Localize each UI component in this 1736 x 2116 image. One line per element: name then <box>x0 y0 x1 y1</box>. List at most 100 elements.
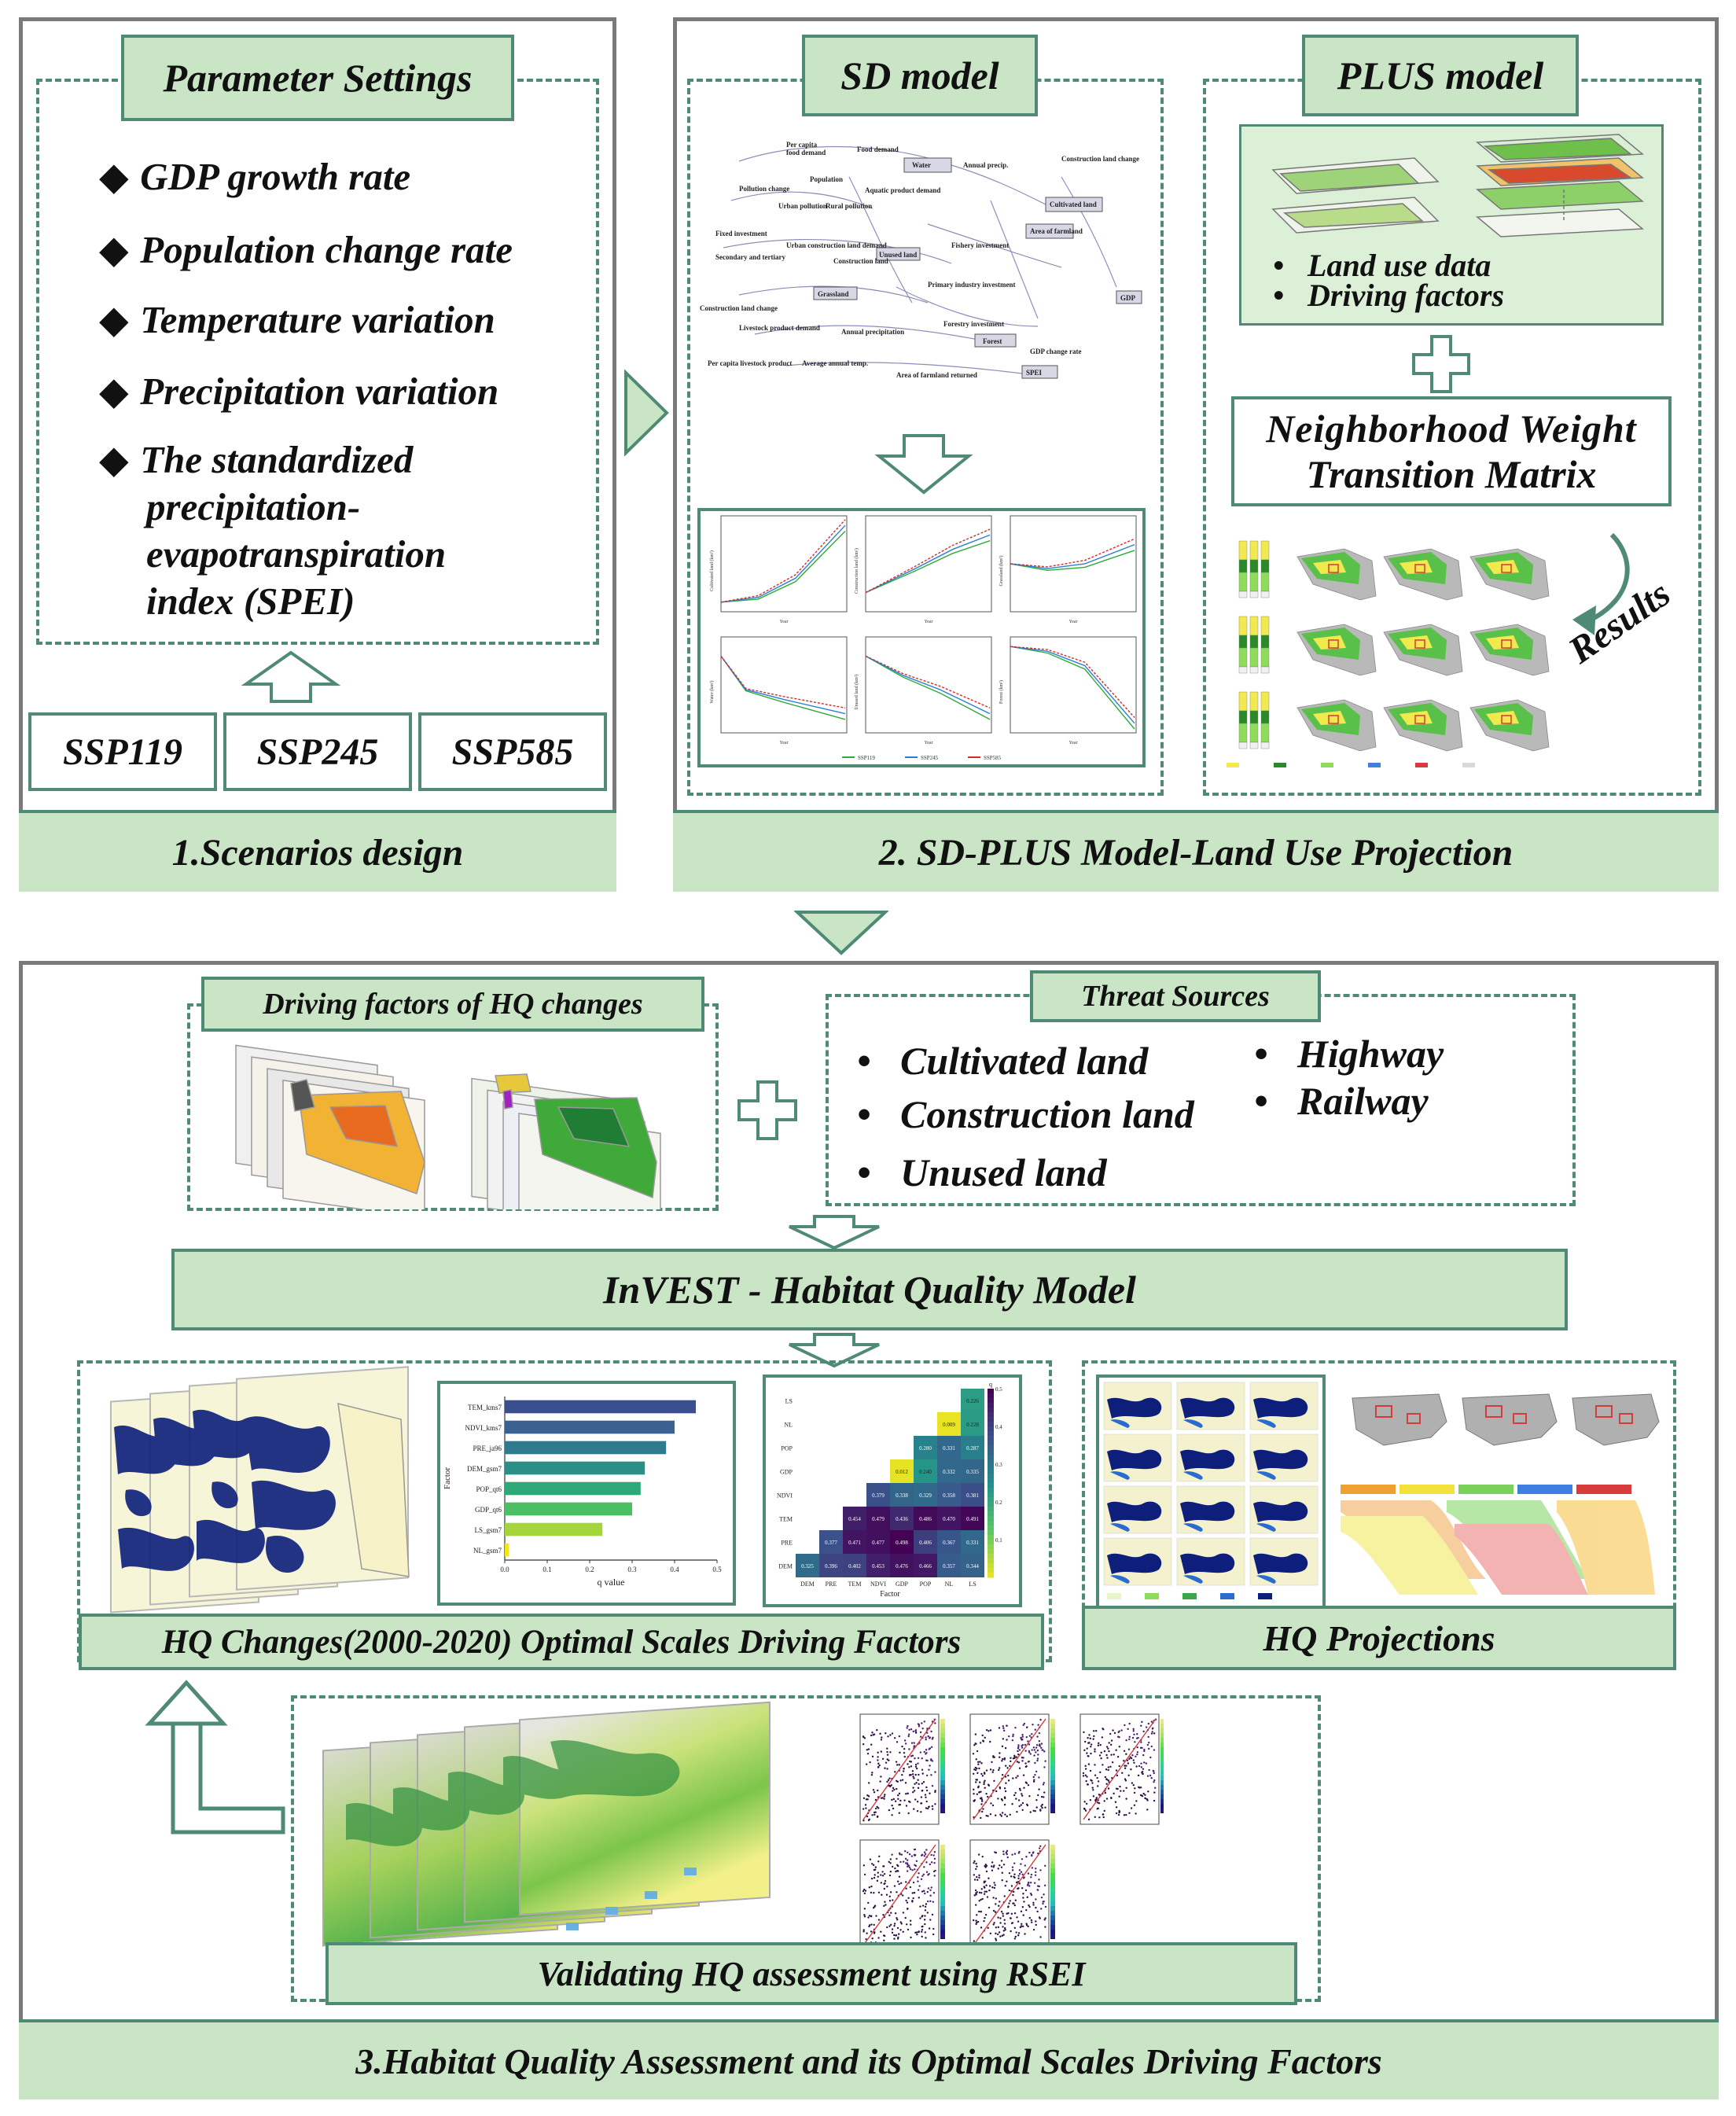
colorbar-segment <box>1050 1790 1055 1794</box>
scatter-point <box>1039 1809 1042 1811</box>
scatter-point <box>1137 1736 1139 1739</box>
scatter-point <box>1035 1898 1037 1901</box>
scatter-point <box>880 1739 883 1741</box>
scatter-point <box>977 1879 979 1881</box>
threat-list-right: • Highway • Railway <box>1254 1030 1444 1124</box>
colorbar-segment <box>1050 1915 1055 1920</box>
scatter-point <box>1015 1931 1017 1934</box>
scatter-point <box>1020 1863 1022 1865</box>
scatter-point <box>1022 1774 1025 1776</box>
scatter-point <box>1028 1795 1031 1798</box>
scatter-point <box>899 1799 902 1802</box>
scatter-point <box>1120 1790 1122 1792</box>
cell-value: 0.332 <box>943 1469 955 1475</box>
scatter-point <box>921 1926 923 1928</box>
high-hq-area <box>1253 1553 1308 1574</box>
scatter-point <box>1021 1757 1024 1759</box>
scatter-point <box>1099 1771 1102 1774</box>
stacked-bar <box>1249 647 1259 668</box>
scatter-point <box>1127 1762 1130 1765</box>
stacked-bar <box>1249 742 1259 749</box>
scatter-point <box>907 1763 909 1765</box>
plus-model-title: PLUS model <box>1302 35 1579 116</box>
scatter-point <box>1092 1738 1094 1740</box>
colorbar-segment <box>988 1525 994 1531</box>
scatter-point <box>1116 1774 1119 1777</box>
scatter-point <box>1040 1896 1043 1899</box>
scatter-point <box>886 1758 888 1761</box>
scatter-point <box>973 1793 975 1795</box>
colorbar-segment <box>940 1849 945 1854</box>
scatter-point <box>1123 1790 1125 1792</box>
scatter-point <box>1021 1923 1023 1926</box>
scatter-point <box>1124 1779 1127 1782</box>
scatter-point <box>972 1919 975 1922</box>
scatter-point <box>902 1894 904 1897</box>
scatter-point <box>984 1772 986 1775</box>
scatter-point <box>1044 1864 1046 1867</box>
scatter-point <box>1012 1757 1015 1760</box>
scatter-point <box>888 1860 890 1864</box>
scatter-point <box>1153 1787 1157 1789</box>
scatter-point <box>1094 1750 1096 1753</box>
scatter-point <box>1021 1760 1024 1762</box>
heatmap-cell <box>914 1507 937 1530</box>
scatter-point <box>1110 1743 1113 1746</box>
scatter-point <box>1008 1735 1010 1738</box>
tick-label: 0.1 <box>542 1566 551 1573</box>
scatter-point <box>913 1891 916 1894</box>
scatter-point <box>973 1940 976 1942</box>
scatter-point <box>914 1731 918 1734</box>
scatter-point <box>988 1885 991 1887</box>
colorbar-segment <box>988 1488 994 1493</box>
scatter-point <box>1013 1904 1016 1907</box>
scatter-point <box>1034 1874 1037 1876</box>
scatter-point <box>1132 1728 1135 1731</box>
scatter-point <box>1017 1775 1019 1777</box>
scatter-point <box>1036 1889 1039 1891</box>
diamond-icon: ◆ <box>99 438 129 481</box>
scatter-point <box>918 1783 920 1785</box>
scatter-point <box>1107 1766 1110 1768</box>
scatter-point <box>873 1790 876 1794</box>
colorbar-segment <box>988 1497 994 1503</box>
scatter-point <box>1010 1930 1012 1933</box>
y-axis-label: Unused land (km²) <box>854 674 859 709</box>
scatter-point <box>1022 1897 1024 1899</box>
param-item-population: ◆ Population change rate <box>99 226 513 274</box>
scatter-point <box>878 1855 881 1858</box>
svg-text:Annual precip.: Annual precip. <box>963 161 1008 169</box>
scatter-point <box>1124 1767 1127 1769</box>
scatter-point <box>893 1934 896 1937</box>
scatter-point <box>995 1932 997 1935</box>
colorbar-segment <box>1160 1785 1165 1790</box>
scatter-point <box>1017 1750 1019 1753</box>
threat-unused: • Unused land <box>857 1150 1107 1194</box>
scatter-point <box>924 1915 926 1917</box>
colorbar-segment <box>1050 1849 1055 1854</box>
heatmap-cell <box>890 1459 914 1483</box>
colorbar-segment <box>1050 1719 1055 1724</box>
scatter-point <box>1013 1873 1016 1875</box>
scatter-point <box>1148 1768 1150 1772</box>
scatter-point <box>1028 1851 1031 1854</box>
scatter-point <box>1153 1791 1156 1794</box>
scatter-point <box>932 1854 935 1857</box>
scatter-point <box>986 1896 989 1898</box>
driving-factor-layers <box>235 1044 661 1209</box>
scatter-point <box>1130 1807 1133 1809</box>
scatter-point <box>1014 1899 1017 1901</box>
tick-label: LS_gsm7 <box>474 1526 502 1534</box>
scatter-point <box>1102 1728 1104 1730</box>
colorbar-segment <box>940 1757 945 1761</box>
param-item-precipitation: ◆ Precipitation variation <box>99 368 498 415</box>
scatter-point <box>995 1903 997 1905</box>
stacked-bar <box>1238 691 1248 712</box>
heatmap-cell <box>961 1554 984 1577</box>
scatter-point <box>1017 1747 1020 1750</box>
scatter-point <box>1012 1893 1014 1897</box>
colorbar-segment <box>988 1540 994 1545</box>
scatter-point <box>917 1889 920 1891</box>
scatter-point <box>1098 1816 1101 1819</box>
scatter-point <box>907 1851 909 1854</box>
